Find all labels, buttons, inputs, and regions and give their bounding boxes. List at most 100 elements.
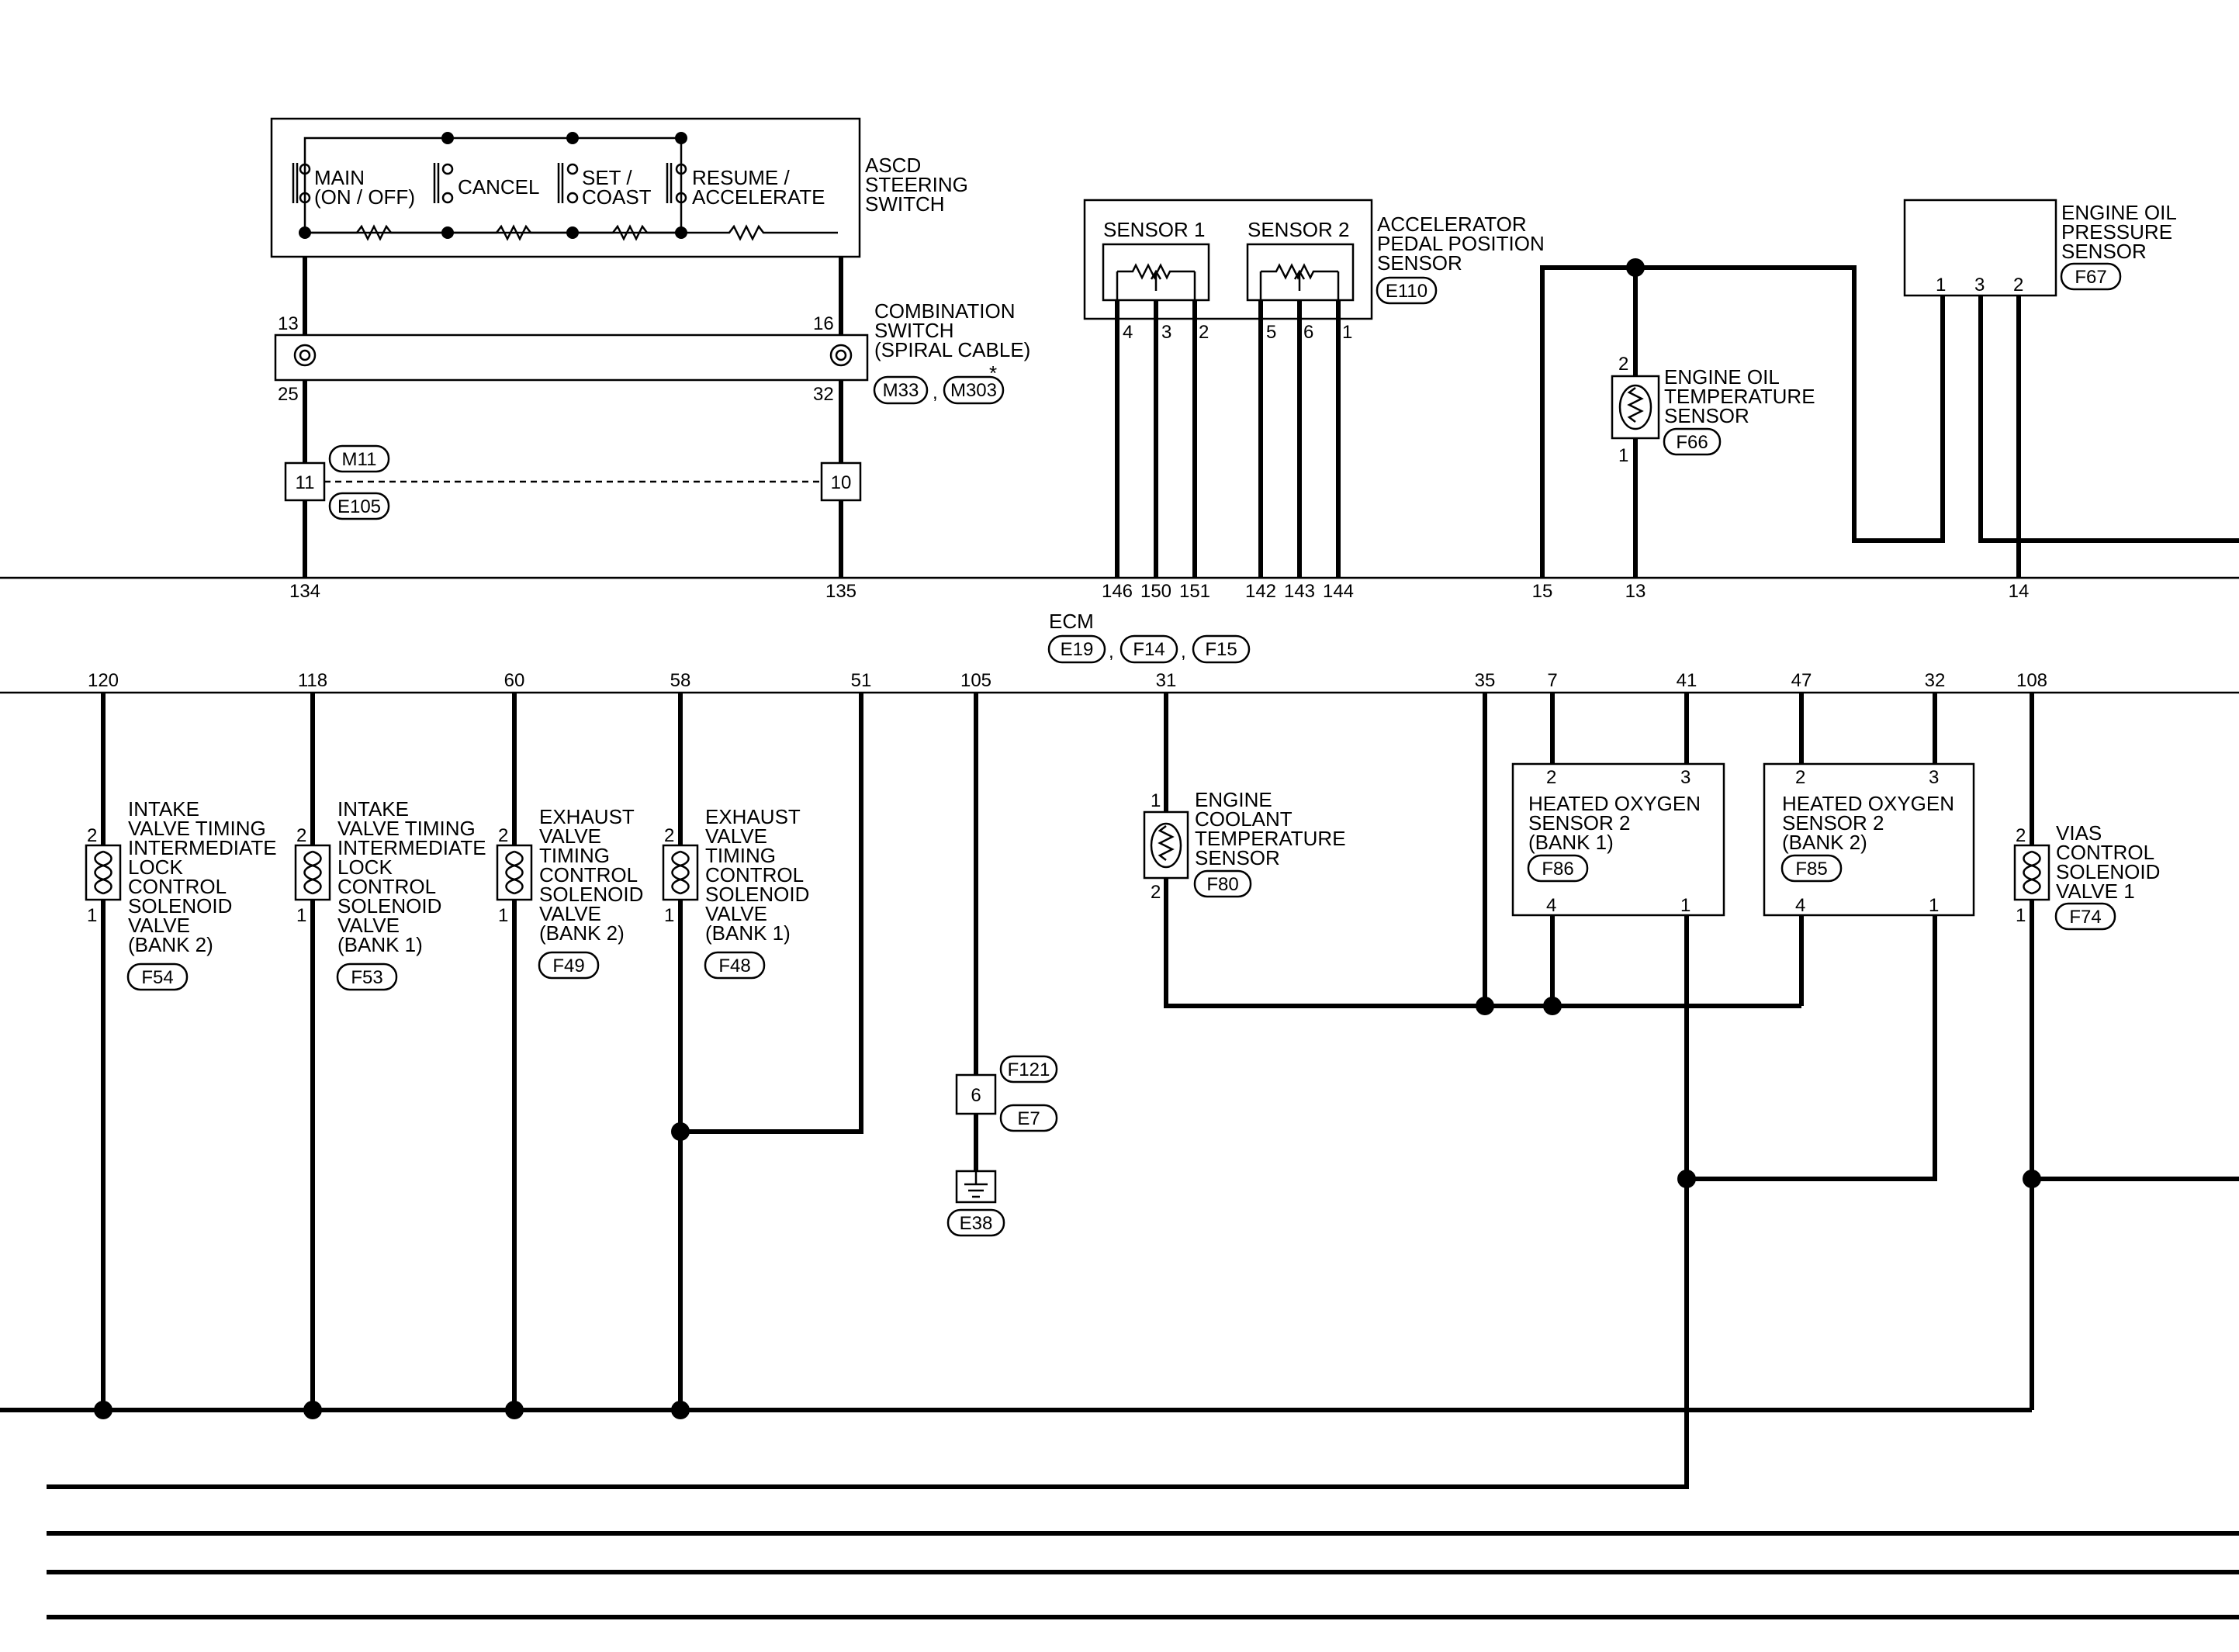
connector-e7: E7 <box>1017 1108 1040 1129</box>
apps-pin-3: 3 <box>1161 322 1171 343</box>
apps-pin-1: 1 <box>1342 322 1352 343</box>
connector-f49: F49 <box>552 956 584 976</box>
coolant-pin-2: 2 <box>1151 882 1161 903</box>
asterisk-mark: * <box>989 361 997 385</box>
ecm-pin-58: 58 <box>670 670 691 691</box>
connector-f48: F48 <box>718 956 750 976</box>
ecm-pin-118: 118 <box>298 670 327 691</box>
connector-f53: F53 <box>351 967 382 988</box>
connector-f67: F67 <box>2075 267 2106 288</box>
connector-m11: M11 <box>342 449 377 470</box>
connector-f86: F86 <box>1542 859 1573 880</box>
inline-connector-m11-e105: 11 10 M11 E105 <box>284 444 862 520</box>
connector-f85: F85 <box>1795 859 1827 880</box>
connector-m303: M303 <box>950 380 997 401</box>
ecm-pin-41: 41 <box>1677 670 1697 691</box>
f49-pin-1: 1 <box>498 905 508 926</box>
ground-pin-6: 6 <box>971 1085 981 1106</box>
f74-pin-1: 1 <box>2016 905 2026 926</box>
ho2s-b1-pin-3: 3 <box>1680 767 1690 788</box>
f54-pin-2: 2 <box>87 825 97 846</box>
f54-pin-1: 1 <box>87 905 97 926</box>
switch-cancel-label: CANCEL <box>458 175 539 199</box>
oil-press-pin-2: 2 <box>2013 275 2023 295</box>
connector-f80: F80 <box>1206 874 1238 895</box>
ecm-pin-60: 60 <box>504 670 525 691</box>
ecm-pin-51: 51 <box>851 670 872 691</box>
ecm-pin-13: 13 <box>1625 581 1646 602</box>
connector-separator: , <box>933 382 938 403</box>
apps-pin-6: 6 <box>1303 322 1313 343</box>
ecm-separator-2: , <box>1181 641 1186 662</box>
f53-pin-2: 2 <box>296 825 306 846</box>
ecm-pin-15: 15 <box>1532 581 1553 602</box>
f53-pin-1: 1 <box>296 905 306 926</box>
ecm-pin-7: 7 <box>1547 670 1557 691</box>
sensor1-label: SENSOR 1 <box>1103 218 1206 241</box>
ecm-separator-1: , <box>1109 641 1114 662</box>
ho2s-b2-pin-3: 3 <box>1929 767 1939 788</box>
ascd-steering-switch: MAIN(ON / OFF) CANCEL SET /COAST RESUME … <box>270 117 968 258</box>
connector-e105: E105 <box>337 496 381 517</box>
sensor2-label: SENSOR 2 <box>1248 218 1350 241</box>
ecm-pin-144: 144 <box>1323 581 1354 602</box>
connector-f14: F14 <box>1133 639 1164 660</box>
coolant-pin-1: 1 <box>1151 790 1161 811</box>
accelerator-pedal-position-sensor: SENSOR 1 SENSOR 2 4 3 2 5 6 1 ACCELERATO… <box>1083 199 1545 343</box>
ground-circuit: 6 F121 E7 E38 <box>946 693 1058 1237</box>
ecm-pin-135: 135 <box>825 581 856 602</box>
ecm-pin-32: 32 <box>1925 670 1946 691</box>
pin-25: 25 <box>278 384 299 405</box>
ascd-switch-contacts <box>292 163 687 204</box>
ho2s-b1-pin-4: 4 <box>1546 895 1556 916</box>
oil-temp-pin-1: 1 <box>1618 445 1628 466</box>
apps-pin-5: 5 <box>1266 322 1276 343</box>
ecm-pin-143: 143 <box>1284 581 1315 602</box>
switch-main-label: MAIN(ON / OFF) <box>314 166 415 209</box>
connector-f74: F74 <box>2069 907 2101 928</box>
apps-pin-4: 4 <box>1123 322 1133 343</box>
ecm-pin-150: 150 <box>1140 581 1171 602</box>
connector-f121: F121 <box>1008 1059 1050 1080</box>
ho2s-b2-pin-2: 2 <box>1795 767 1805 788</box>
switch-resume-label: RESUME /ACCELERATE <box>692 166 825 209</box>
connector-f66: F66 <box>1676 432 1708 453</box>
ho2s-b1-pin-2: 2 <box>1546 767 1556 788</box>
f74-pin-2: 2 <box>2016 825 2026 846</box>
connector-e110: E110 <box>1386 281 1427 302</box>
oil-temp-pin-2: 2 <box>1618 354 1628 375</box>
ground-connector-e38: E38 <box>960 1213 993 1234</box>
f49-pin-2: 2 <box>498 825 508 846</box>
apps-pin-2: 2 <box>1199 322 1209 343</box>
ecm-block: 134 135 146 150 151 142 143 144 15 13 14… <box>0 576 2239 694</box>
switch-set-label: SET /COAST <box>582 166 652 209</box>
oil-press-pin-1: 1 <box>1936 275 1946 295</box>
ho2s-b1-pin-1: 1 <box>1680 895 1690 916</box>
ecm-pin-134: 134 <box>289 581 320 602</box>
ecm-pin-35: 35 <box>1475 670 1496 691</box>
connector-m33: M33 <box>883 380 919 401</box>
pin-16: 16 <box>813 313 834 334</box>
